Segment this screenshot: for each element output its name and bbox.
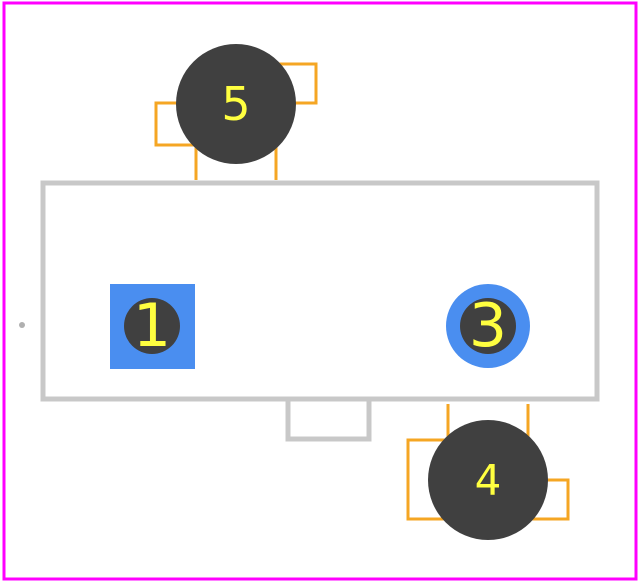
pin-1-drill [124, 298, 180, 354]
pin-4-label: 4 [475, 456, 502, 505]
component-body-outline [40, 180, 600, 402]
pin-3-label: 3 [469, 291, 507, 361]
pin-3-pad[interactable]: 3 [446, 284, 530, 368]
pin-1-pad[interactable]: 1 [110, 284, 195, 369]
pin-4-drill [428, 420, 548, 540]
pin-5-label: 5 [221, 77, 250, 131]
pin-4-pad[interactable]: 4 [406, 404, 570, 540]
pin-5-pad[interactable]: 5 [154, 44, 318, 180]
pin-1-label: 1 [133, 291, 171, 361]
pin-3-drill [460, 298, 516, 354]
body-notch-outline [285, 401, 372, 442]
pin-5-drill [176, 44, 296, 164]
origin-marker [19, 322, 25, 328]
